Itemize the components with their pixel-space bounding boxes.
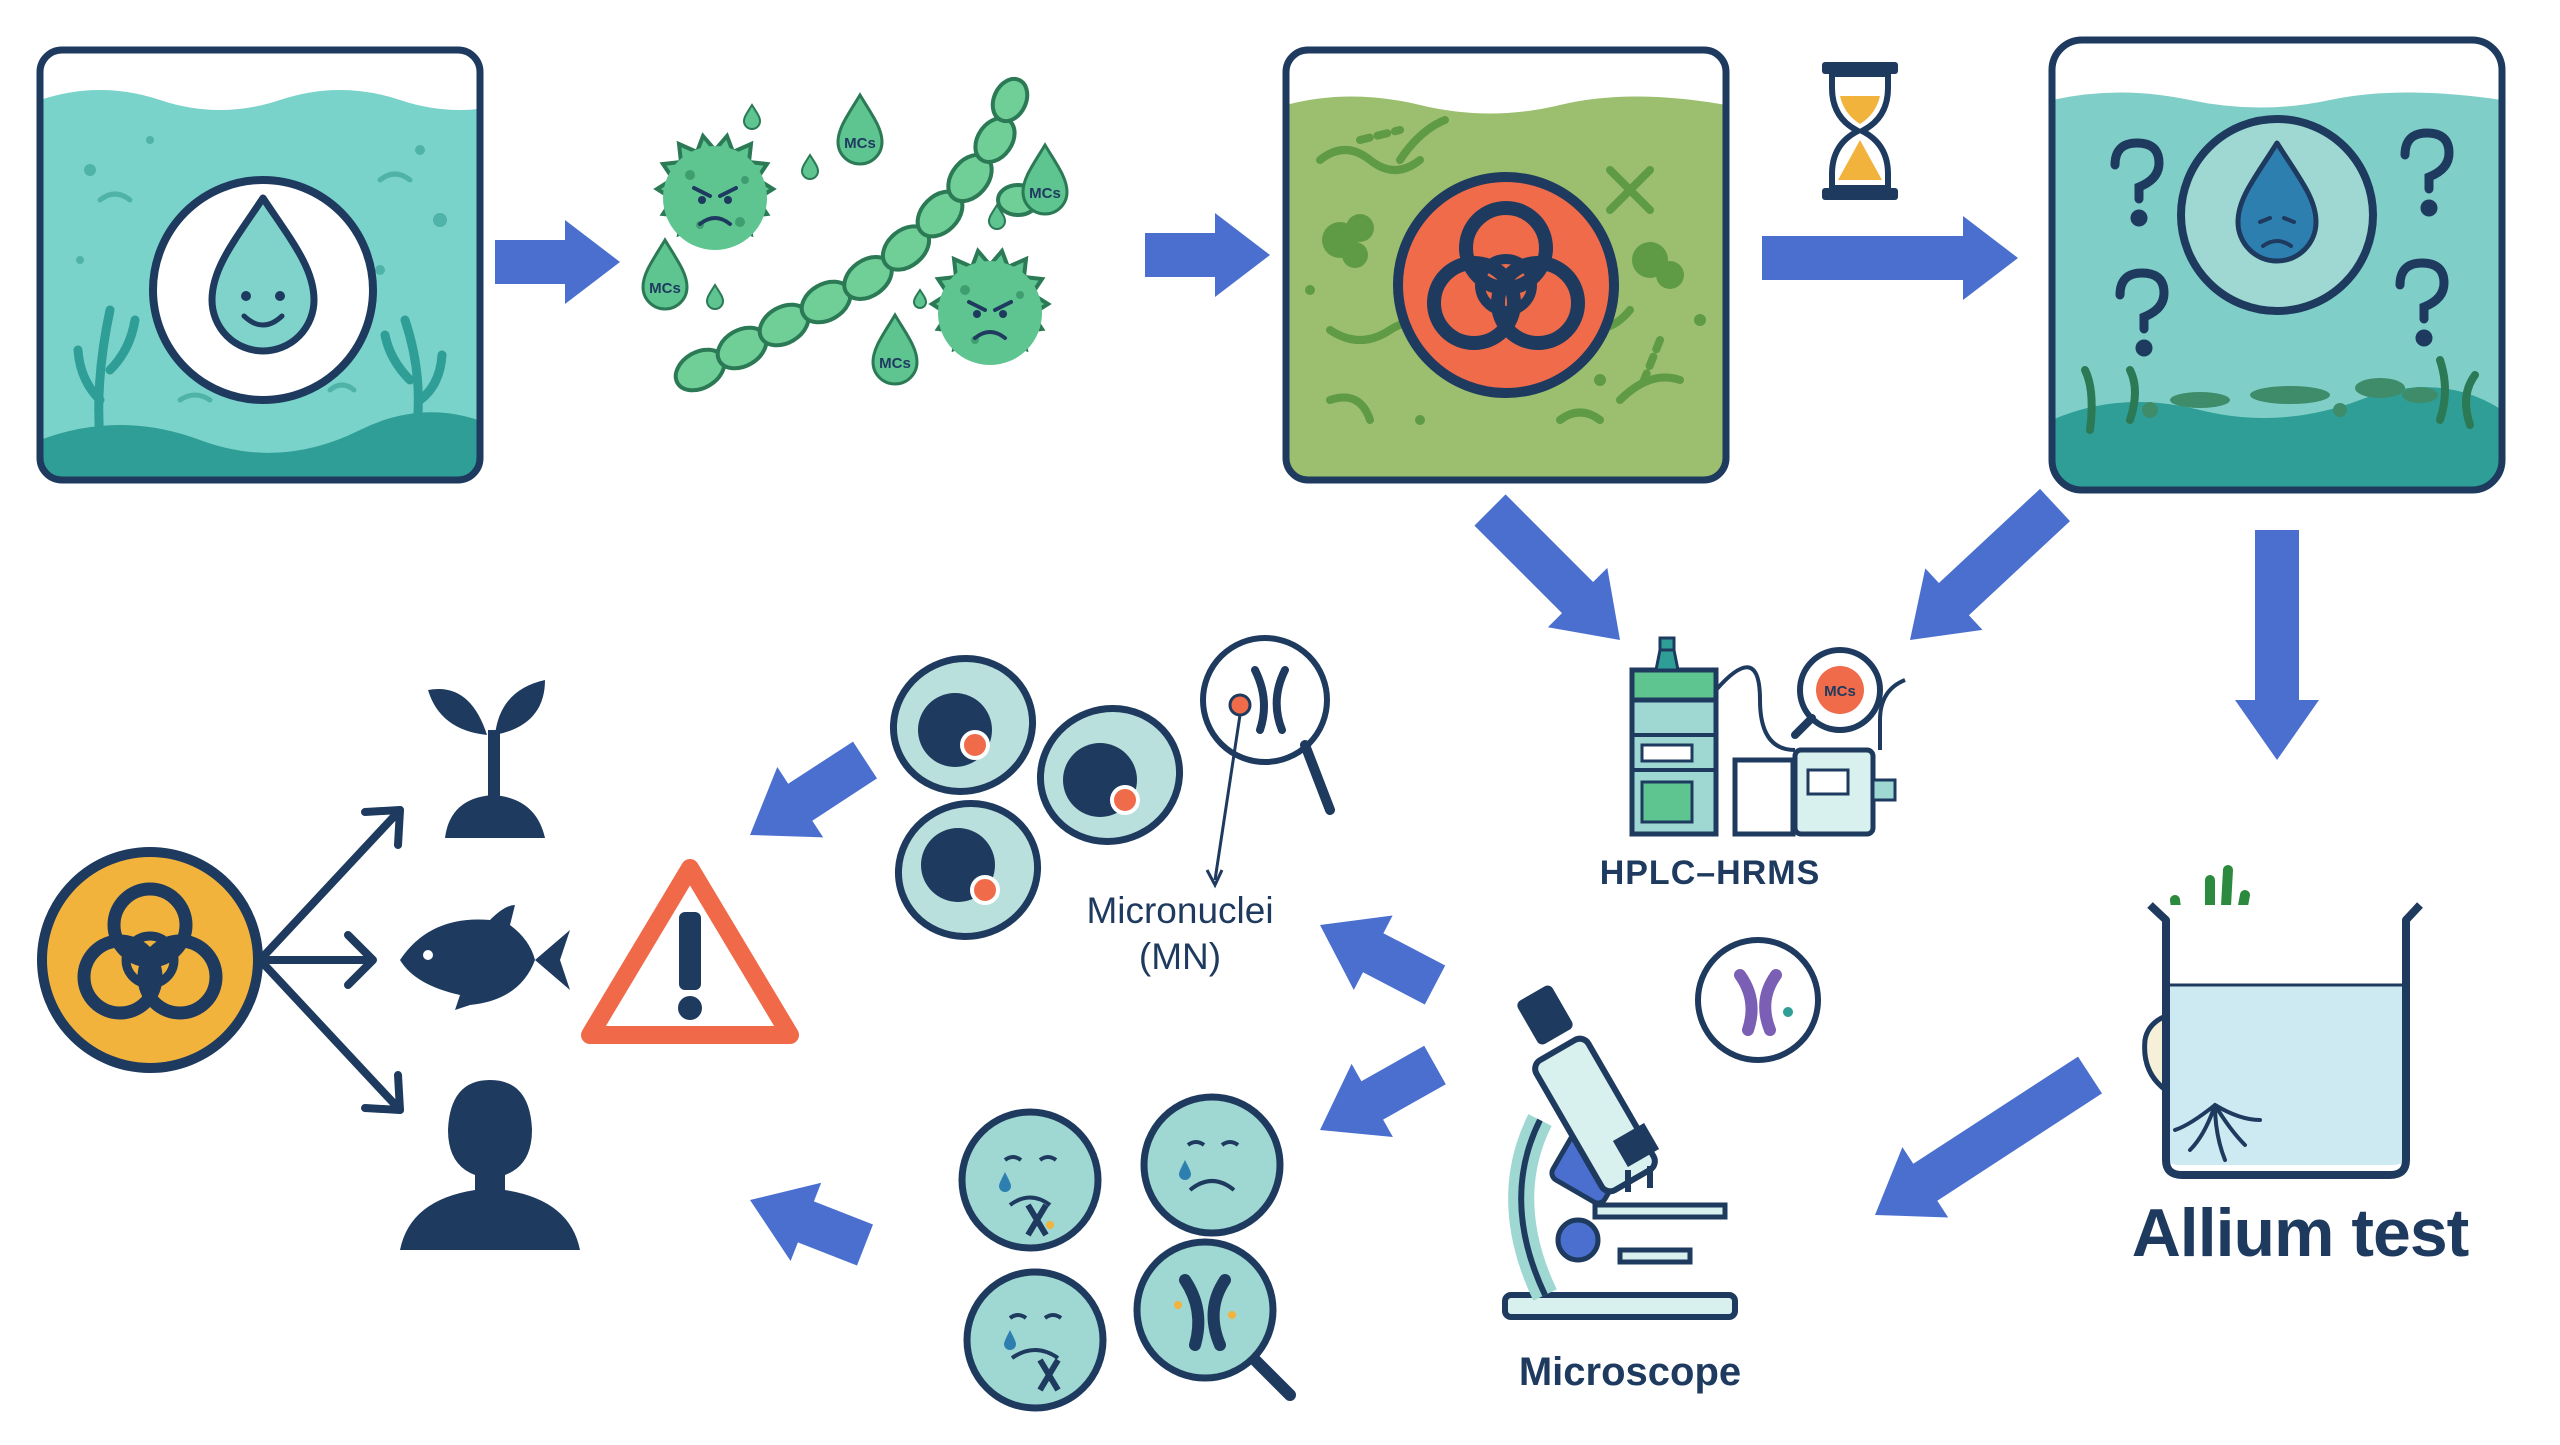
sad-cell-icon <box>1140 1093 1284 1237</box>
flow-arrow <box>750 1182 873 1266</box>
flow-arrow <box>1875 1056 2102 1218</box>
fish-icon <box>400 905 570 1010</box>
flow-arrow <box>2235 530 2319 760</box>
micronuclei-label-line: Micronuclei <box>1086 890 1274 931</box>
angry-cyanobacteria-icon <box>653 132 777 250</box>
flow-arrows <box>495 213 2319 1266</box>
damaged-cells <box>958 1093 1296 1412</box>
flow-arrow <box>495 220 620 304</box>
magnifier-icon: MCs <box>1791 647 1883 739</box>
cell-icon <box>894 800 1042 940</box>
hplc-hrms-label: HPLC–HRMS <box>1599 854 1821 892</box>
microscope-label: Microscope <box>1518 1350 1742 1394</box>
biohazard-icon <box>1393 172 1619 398</box>
micronuclei-label: Micronuclei (MN) <box>1020 888 1340 980</box>
polluted-water-panel <box>1282 46 1730 484</box>
chromosome-icon <box>1695 937 1821 1063</box>
flow-arrow <box>1145 213 1270 297</box>
hourglass-icon <box>1822 62 1898 200</box>
hplc-hrms-instrument-icon: MCs <box>1629 636 1906 837</box>
sad-droplet-icon <box>2177 115 2377 315</box>
sad-cell-icon <box>963 1268 1107 1412</box>
microcystin-droplet-icon: MCs <box>836 92 884 166</box>
svg-text:MCs: MCs <box>1824 683 1856 700</box>
microcystin-droplet-icon: MCs <box>1021 142 1069 216</box>
flow-arrow <box>1320 915 1446 1005</box>
cell-icon <box>1036 705 1184 845</box>
micronuclei-label-line: (MN) <box>1138 936 1222 977</box>
flow-arrow <box>1320 1045 1446 1137</box>
flow-arrow <box>1762 216 2018 300</box>
happy-droplet-icon <box>149 176 377 404</box>
question-mark-icon <box>2110 128 2454 357</box>
flow-arrow <box>750 741 877 838</box>
svg-text:MCs: MCs <box>649 280 681 297</box>
seaweed-icon <box>73 305 447 445</box>
plant-icon <box>428 680 545 838</box>
cyanobacteria-filament-icon <box>673 76 1040 393</box>
cyanobacteria-cluster: MCs MCs MCs MCs <box>641 76 1069 393</box>
micronuclei-cells <box>889 635 1335 940</box>
magnifier-icon <box>1133 1238 1296 1401</box>
svg-text:MCs: MCs <box>879 355 911 372</box>
microscope-icon <box>1502 937 1821 1320</box>
svg-text:MCs: MCs <box>844 135 876 152</box>
cell-icon <box>889 655 1037 795</box>
angry-cyanobacteria-icon <box>928 247 1052 365</box>
magnifier-icon <box>1200 635 1335 889</box>
allium-test-label: Allium test <box>2131 1195 2470 1271</box>
svg-text:MCs: MCs <box>1029 185 1061 202</box>
allium-beaker-icon <box>2142 865 2423 1179</box>
warning-icon <box>581 859 799 1044</box>
microcystin-droplet-icon: MCs <box>871 312 919 386</box>
sad-cell-icon <box>958 1108 1102 1252</box>
person-icon <box>400 1080 580 1250</box>
flow-arrow <box>1474 494 1620 640</box>
uncertain-water-panel <box>2048 36 2506 494</box>
clean-water-panel <box>36 46 484 484</box>
microcystin-droplet-icon: MCs <box>641 237 689 311</box>
impact-arrows <box>256 806 404 1114</box>
flow-arrow <box>1910 488 2070 640</box>
biohazard-impact-icon <box>37 847 263 1073</box>
